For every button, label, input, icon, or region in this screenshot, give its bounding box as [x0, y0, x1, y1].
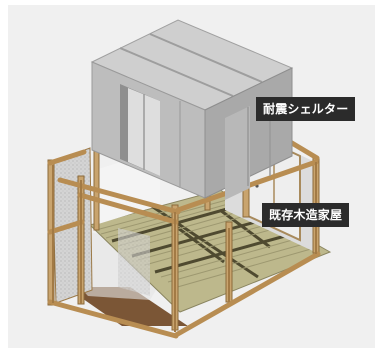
tatami-weave — [95, 194, 319, 289]
house-label: 既存木造家屋 — [262, 203, 350, 227]
wood-details — [52, 162, 317, 332]
ground-shadow — [66, 287, 188, 326]
shelter-label: 耐震シェルター — [256, 97, 356, 121]
